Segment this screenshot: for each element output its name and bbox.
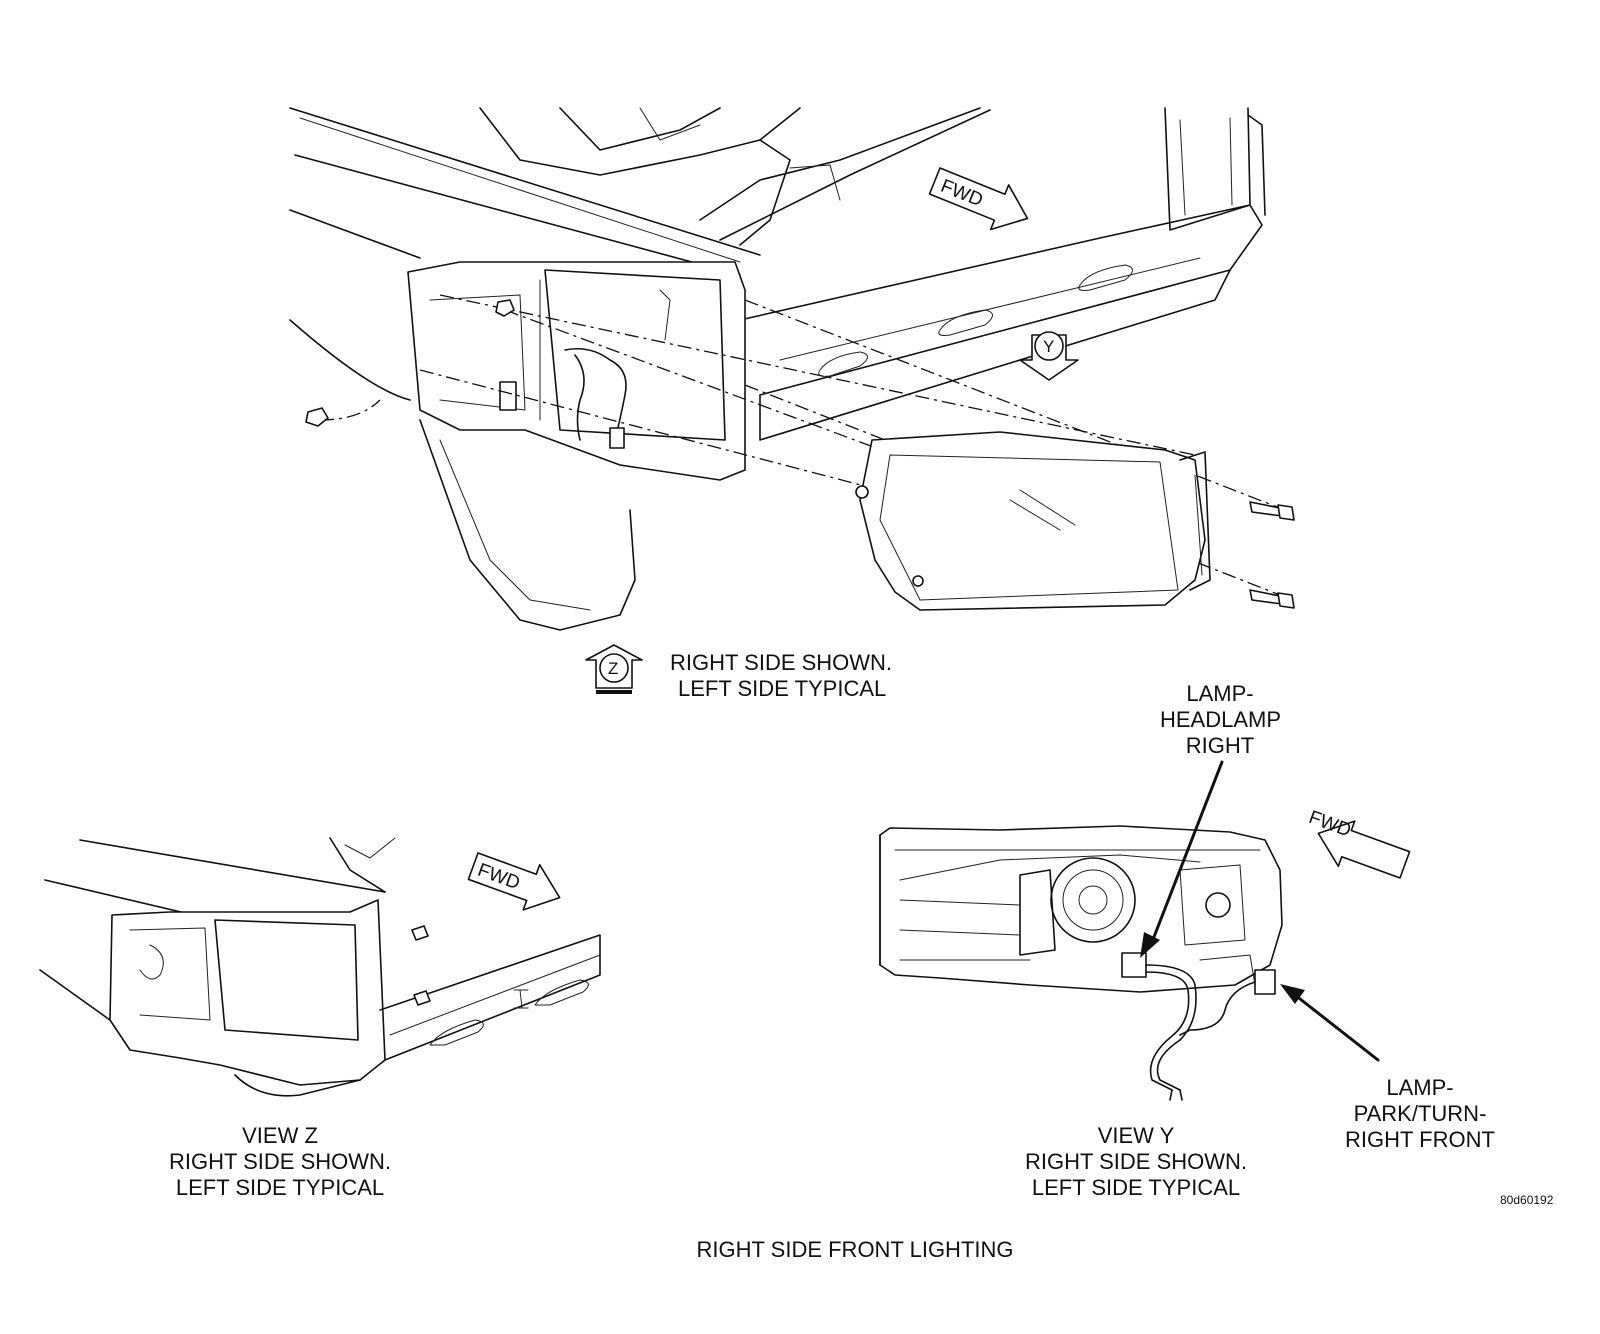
svg-text:Z: Z	[608, 659, 618, 678]
headlamp-leader-arrow	[1140, 762, 1222, 958]
fwd-arrow-view-y: FWD	[1306, 807, 1413, 887]
bolt-upper	[1250, 502, 1294, 520]
view-z-caption: VIEW Z RIGHT SIDE SHOWN. LEFT SIDE TYPIC…	[150, 1123, 410, 1201]
headlamp-callout: LAMP- HEADLAMP RIGHT	[1160, 681, 1282, 759]
main-view-note: RIGHT SIDE SHOWN. LEFT SIDE TYPICAL	[670, 650, 892, 702]
main-exploded-view	[290, 108, 1294, 630]
svg-text:Y: Y	[1043, 337, 1054, 356]
view-y-note-line-1: RIGHT SIDE SHOWN.	[1024, 1149, 1248, 1174]
park-turn-callout-line-1: LAMP-	[1386, 1075, 1454, 1100]
view-y-title: VIEW Y	[1097, 1123, 1175, 1148]
fwd-arrow-main: FWD	[926, 159, 1037, 241]
view-z-note-line-2: LEFT SIDE TYPICAL	[175, 1175, 385, 1200]
view-y-caption: VIEW Y RIGHT SIDE SHOWN. LEFT SIDE TYPIC…	[1006, 1123, 1266, 1201]
main-view-note-line-2: LEFT SIDE TYPICAL	[678, 676, 887, 701]
fwd-arrow-view-z: FWD	[465, 844, 568, 921]
headlamp-callout-line-2: HEADLAMP	[1160, 707, 1282, 732]
park-turn-callout-line-3: RIGHT FRONT	[1345, 1127, 1495, 1152]
view-y-drawing	[880, 826, 1282, 1100]
headlamp-callout-line-1: LAMP-	[1186, 681, 1254, 706]
figure-code: 80d60192	[1500, 1193, 1554, 1207]
view-y-note-line-2: LEFT SIDE TYPICAL	[1031, 1175, 1241, 1200]
view-y-marker: Y	[1020, 332, 1078, 380]
diagram-caption: RIGHT SIDE FRONT LIGHTING	[696, 1237, 1014, 1262]
park-turn-callout-line-2: PARK/TURN-	[1353, 1101, 1487, 1126]
headlamp-callout-line-3: RIGHT	[1185, 733, 1255, 758]
view-z-marker: Z	[586, 645, 642, 694]
park-turn-callout: LAMP- PARK/TURN- RIGHT FRONT	[1330, 1075, 1510, 1153]
view-z-note-line-1: RIGHT SIDE SHOWN.	[168, 1149, 392, 1174]
main-view-note-line-1: RIGHT SIDE SHOWN.	[670, 650, 893, 675]
bolt-lower	[1250, 590, 1294, 608]
view-z-title: VIEW Z	[242, 1123, 318, 1148]
view-z-drawing	[40, 838, 600, 1096]
park-turn-leader-arrow	[1280, 984, 1378, 1060]
